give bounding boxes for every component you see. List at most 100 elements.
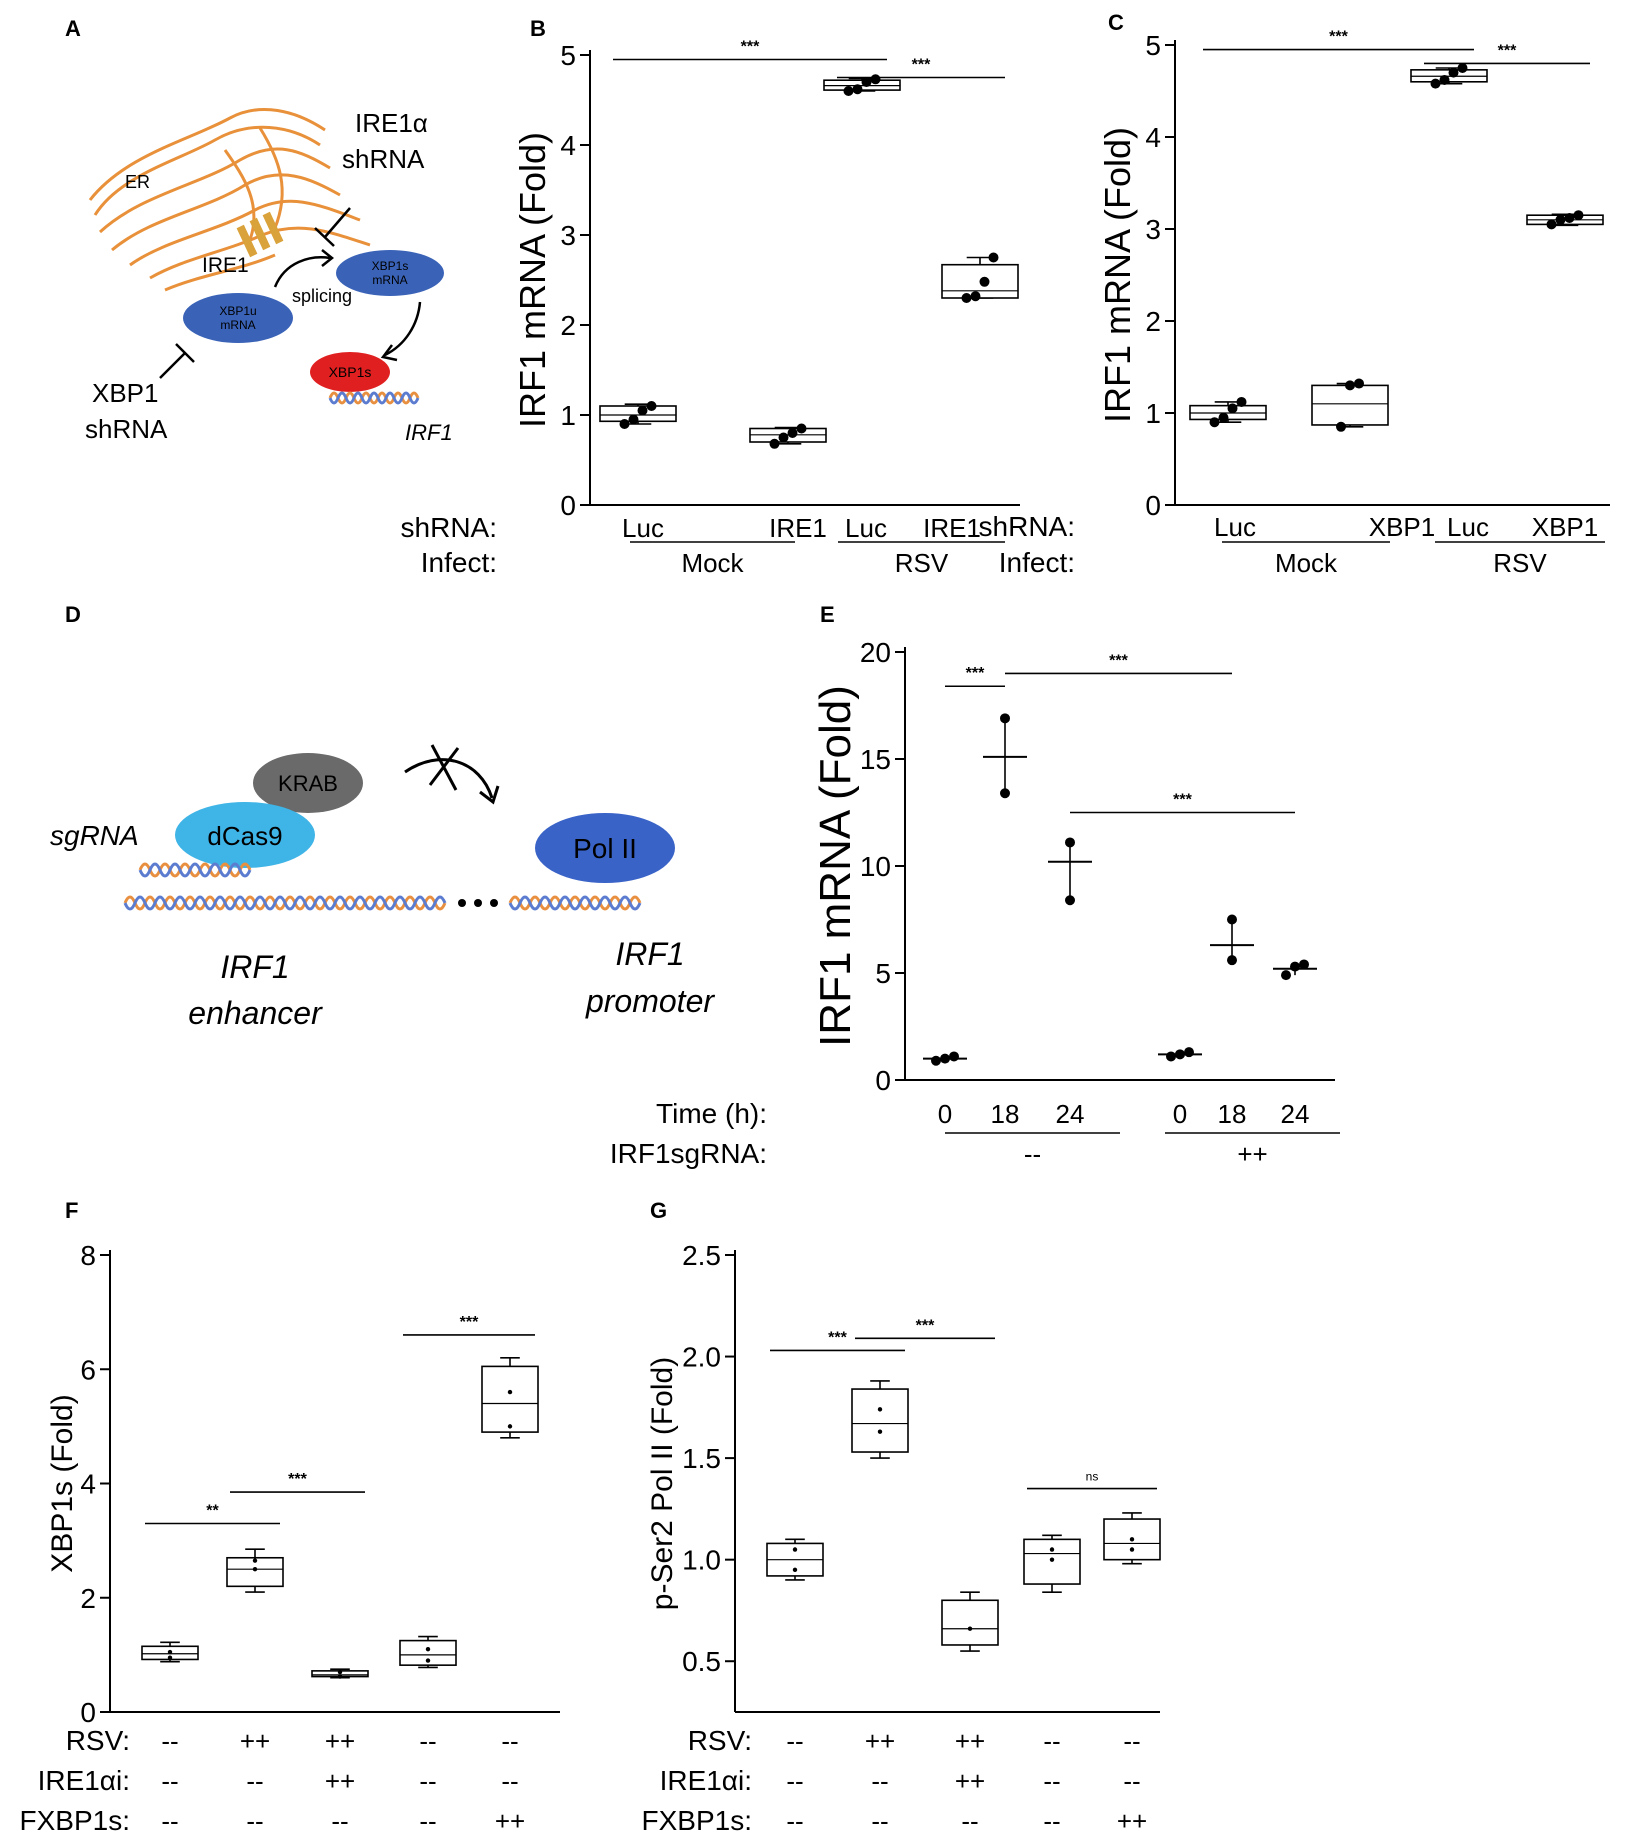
y-tick-label: 1.0	[682, 1545, 721, 1576]
significance-label: ***	[1498, 42, 1517, 59]
pol2-icon	[535, 813, 675, 883]
condition-value: --	[419, 1726, 436, 1756]
significance-label: ***	[460, 1314, 479, 1331]
enhancer-label-2: enhancer	[188, 995, 323, 1031]
data-point	[1166, 1051, 1176, 1062]
data-point	[252, 1558, 258, 1563]
data-point	[1430, 78, 1441, 89]
pol2-label: Pol II	[573, 833, 637, 864]
xbp1u-mrna-icon	[183, 293, 293, 343]
data-point	[988, 252, 999, 263]
ellipsis-icon	[458, 899, 498, 907]
data-point	[425, 1658, 431, 1663]
condition-row-label: Infect:	[421, 547, 497, 578]
data-point	[843, 86, 854, 96]
y-tick-label: 20	[860, 637, 891, 668]
panel-letter-a: A	[65, 16, 81, 41]
data-point	[967, 1626, 973, 1631]
condition-value: --	[871, 1766, 888, 1796]
y-tick-label: 5	[875, 958, 891, 989]
condition-value: XBP1	[1369, 512, 1436, 542]
data-point	[425, 1646, 431, 1652]
enhancer-label-1: IRF1	[220, 949, 289, 985]
ire1a-shrna-label-1: IRE1α	[355, 108, 428, 138]
y-tick-label: 5	[1145, 30, 1161, 61]
xbp1s-protein-icon	[310, 352, 390, 392]
data-point	[931, 1055, 941, 1066]
condition-value: ++	[955, 1726, 985, 1756]
data-point	[769, 438, 780, 449]
condition-value: --	[961, 1806, 978, 1833]
y-tick-label: 0.5	[682, 1646, 721, 1677]
data-point	[1439, 74, 1450, 85]
data-point	[778, 432, 789, 443]
data-point	[1299, 959, 1309, 970]
box	[851, 1388, 909, 1453]
y-tick-label: 2	[1145, 306, 1161, 337]
group-label: RSV	[895, 548, 949, 578]
er-label: ER	[125, 172, 150, 192]
data-point	[1049, 1547, 1055, 1552]
condition-value: --	[1043, 1806, 1060, 1833]
y-tick-label: 0	[560, 490, 576, 521]
data-point	[1448, 67, 1459, 78]
data-point	[870, 74, 881, 85]
data-point	[1236, 396, 1247, 407]
data-point	[1227, 914, 1237, 925]
data-point	[852, 84, 863, 95]
condition-value: --	[1043, 1766, 1060, 1796]
panel-letter-b: B	[530, 16, 546, 41]
condition-value: 24	[1056, 1099, 1085, 1129]
condition-value: --	[419, 1806, 436, 1833]
condition-value: ++	[325, 1766, 355, 1796]
group-label: --	[1024, 1139, 1041, 1169]
condition-value: --	[1123, 1766, 1140, 1796]
condition-value: --	[1123, 1726, 1140, 1756]
y-tick-label: 3	[1145, 214, 1161, 245]
condition-value: IRE1	[769, 513, 827, 543]
data-point	[1065, 837, 1075, 848]
xbp1u-mrna-label-2: mRNA	[220, 318, 255, 332]
box	[1311, 384, 1389, 426]
condition-row-label: IRE1αi:	[660, 1765, 752, 1796]
y-tick-label: 2	[80, 1583, 96, 1614]
significance-label: ***	[1109, 652, 1128, 669]
y-tick-label: 0	[1145, 490, 1161, 521]
panel-letter-c: C	[1108, 10, 1124, 35]
data-point	[507, 1389, 513, 1395]
data-point	[877, 1407, 883, 1412]
y-tick-label: 4	[1145, 122, 1161, 153]
significance-label: ***	[288, 1471, 307, 1488]
enhancer-dna-icon	[123, 895, 447, 911]
condition-value: ++	[955, 1766, 985, 1796]
condition-value: --	[786, 1766, 803, 1796]
y-tick-label: 3	[560, 220, 576, 251]
data-point	[792, 1547, 798, 1552]
y-tick-label: 10	[860, 851, 891, 882]
significance-label: ***	[916, 1317, 935, 1334]
condition-value: 0	[1173, 1099, 1187, 1129]
group-label: Mock	[681, 548, 744, 578]
condition-value: --	[871, 1806, 888, 1833]
data-point	[1281, 970, 1291, 981]
xbp1u-mrna-label-1: XBP1u	[219, 304, 256, 318]
xbp1s-mrna-label-1: XBP1s	[372, 259, 409, 273]
significance-label: ***	[1173, 792, 1192, 809]
data-point	[1129, 1547, 1135, 1552]
y-tick-label: 4	[560, 130, 576, 161]
condition-row-label: FXBP1s:	[20, 1805, 130, 1833]
condition-value: ++	[1117, 1806, 1147, 1833]
y-tick-label: 15	[860, 744, 891, 775]
data-point	[1175, 1049, 1185, 1060]
data-point	[1000, 788, 1010, 799]
condition-row-label: shRNA:	[979, 511, 1075, 542]
dcas9-icon	[175, 802, 315, 868]
group-label: ++	[1237, 1139, 1267, 1169]
y-tick-label: 1.5	[682, 1443, 721, 1474]
data-point	[646, 401, 657, 411]
data-point	[507, 1424, 513, 1429]
data-point	[1000, 713, 1010, 724]
